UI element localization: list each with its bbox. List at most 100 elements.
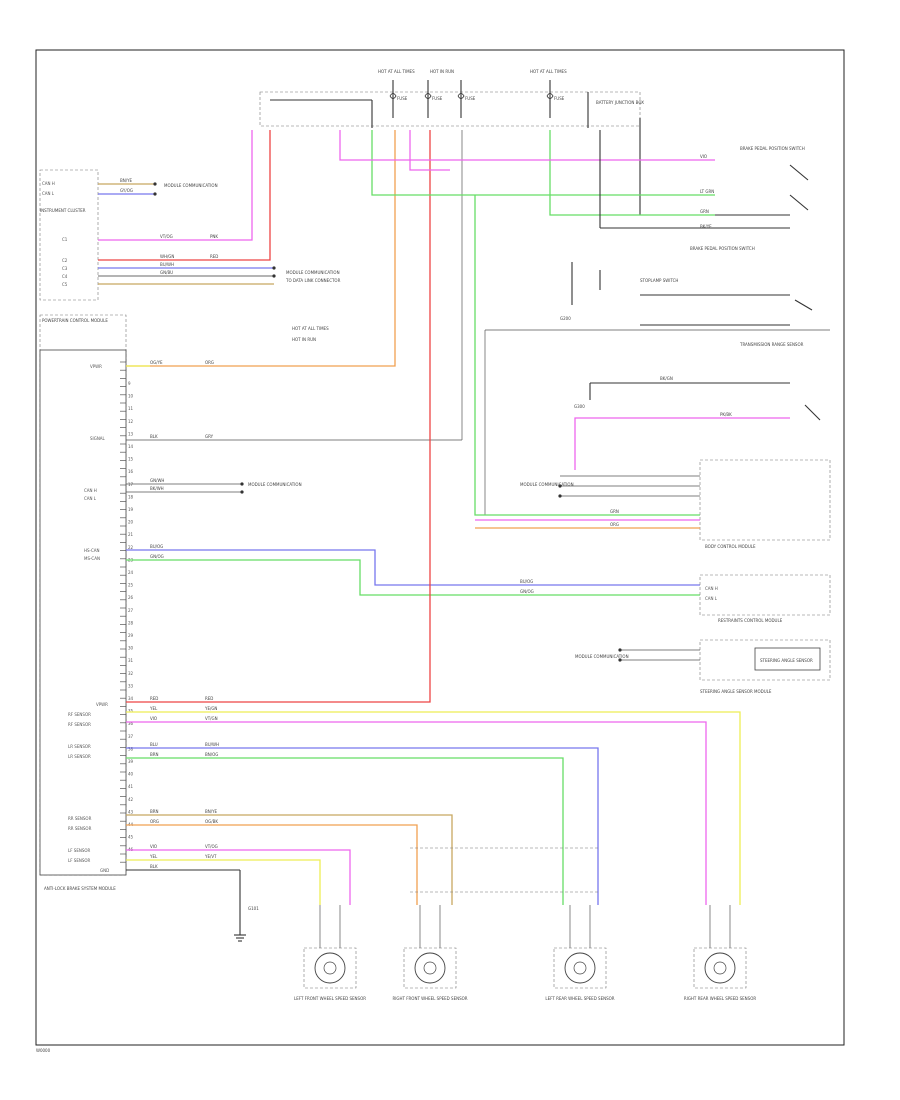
label-pcm-rr-1: RR SENSOR (68, 816, 92, 821)
label-brake-blk: BK/YE (700, 224, 712, 229)
dot-bcm-1 (558, 484, 562, 488)
dot-pcm-1 (240, 482, 244, 486)
label-w-rf-4: OG/BK (205, 819, 218, 824)
label-fuse-1: FUSE (397, 96, 408, 101)
label-w-rf-2: ORG (150, 819, 159, 824)
label-bcm-w1: GRN (610, 509, 619, 514)
label-sas-module: STEERING ANGLE SENSOR MODULE (700, 689, 772, 694)
label-bcm: BODY CONTROL MODULE (705, 544, 756, 549)
wheel-speed-sensor-outline-2 (403, 947, 457, 989)
label-pcm-pin_26: 26 (128, 595, 134, 600)
label-pcm-pin_41: 41 (128, 784, 134, 789)
label-pcm-pin_30: 30 (128, 646, 134, 651)
label-ic-pin-c5: C5 (62, 282, 68, 287)
label-battery-junction-box: BATTERY JUNCTION BOX (596, 100, 644, 105)
label-bpp-2: BRAKE PEDAL POSITION SWITCH (690, 246, 755, 251)
label-ground-g300: G300 (574, 404, 585, 409)
label-pcm-rf-1: RF SENSOR (68, 712, 91, 717)
label-pcm-pin_38: 38 (128, 746, 134, 751)
dot-bcm-2 (558, 494, 562, 498)
label-pcm-pin_42: 42 (128, 797, 134, 802)
label-stoplamp: STOPLAMP SWITCH (640, 278, 678, 283)
wheel-speed-sensor-1 (314, 952, 346, 984)
pcm-box (39, 349, 127, 876)
label-pcm-pin_45: 45 (128, 835, 134, 840)
label-hot-at-all-times: HOT AT ALL TIMES (378, 69, 415, 74)
label-trs-pink: PK/BK (720, 412, 732, 417)
label-pcm-lr-1: LR SENSOR (68, 744, 91, 749)
label-ic-pin-c1: C1 (62, 237, 68, 242)
fuse-symbol-1 (389, 93, 397, 99)
label-pcm-pin_15: 15 (128, 457, 134, 462)
wire-ic-pink (98, 130, 253, 241)
wire-lf-pink (126, 849, 351, 905)
wheel-speed-sensor-4 (704, 952, 736, 984)
label-w-lr-2: BRN (150, 752, 159, 757)
label-left-front-wheel-speed-sensor: LEFT FRONT WHEEL SPEED SENSOR (294, 996, 366, 1001)
label-brake-green: LT GRN (700, 189, 714, 194)
label-ic-can-bus: TO DATA LINK CONNECTOR (285, 278, 341, 283)
wire-rr-pink (126, 721, 707, 905)
label-ic-wire-3: VT/OG (160, 234, 173, 239)
label-pcm-pin_31: 31 (128, 658, 134, 663)
label-ic-can-l: CAN L (42, 191, 55, 196)
wire-pcm-red-feed (126, 130, 431, 703)
label-pcm-vpwr-2: VPWR (96, 702, 108, 707)
label-pcm-pin_29: 29 (128, 633, 134, 638)
wire-rr-yellow (126, 711, 741, 905)
wheel-speed-sensor-outline-3 (553, 947, 607, 989)
label-ic-can-h: CAN H (42, 181, 55, 186)
label-pcm-can-w2: BK/WH (150, 486, 164, 491)
label-red-feed-2: RED (205, 696, 213, 701)
label-pcm-signal: SIGNAL (90, 436, 106, 441)
wheel-speed-sensor-core-1 (323, 961, 337, 975)
label-bcm-w2: ORG (610, 522, 619, 527)
wheel-speed-sensor-core-3 (573, 961, 587, 975)
battery-junction-box (259, 91, 641, 127)
wire-pcm-orange (126, 130, 396, 367)
label-pcm-pin_24: 24 (128, 570, 134, 575)
label-pcm-pin_39: 39 (128, 759, 134, 764)
label-pcm-pin_32: 32 (128, 671, 134, 676)
label-trs: TRANSMISSION RANGE SENSOR (739, 342, 804, 347)
label-pcm-can-w1: GN/WH (150, 478, 164, 483)
wheel-speed-sensor-core-4 (713, 961, 727, 975)
label-page-code: W0000 (36, 1048, 51, 1053)
label-pcm-ms-wire: GN/OG (150, 554, 164, 559)
label-right-front-wheel-speed-sensor: RIGHT FRONT WHEEL SPEED SENSOR (392, 996, 467, 1001)
label-ic-wire-4: WH/GN (160, 254, 174, 259)
wire-brake-green-2 (371, 130, 715, 196)
label-hot-at-all-times-2: HOT AT ALL TIMES (530, 69, 567, 74)
label-rcm-can-h: CAN H (705, 586, 718, 591)
trs-switch-arm (804, 404, 821, 421)
label-ic-pin-c2: C2 (62, 258, 68, 263)
wire-brake-pink (339, 130, 715, 161)
label-pcm-pin_19: 19 (128, 507, 134, 512)
label-wire-signal-2: GRY (205, 434, 214, 439)
label-pcm-pin_9: 9 (128, 381, 131, 386)
dot-ic-4 (272, 274, 276, 278)
label-pcm: POWERTRAIN CONTROL MODULE (42, 318, 108, 323)
label-wire-og-ye: OG/YE (150, 360, 163, 365)
label-pcm-gnd: GND (100, 868, 109, 873)
label-ground-g200: G200 (560, 316, 571, 321)
label-pcm-pin_22: 22 (128, 545, 134, 550)
label-pcm-lr-2: LR SENSOR (68, 754, 91, 759)
label-ic-wire-2: GY/OG (120, 188, 133, 193)
label-w-rr-1: YEL (149, 706, 158, 711)
bpp-switch-arm-2 (789, 194, 809, 211)
label-pcm-rf-2: RF SENSOR (68, 722, 91, 727)
label-ic-wire-8: RED (210, 254, 218, 259)
label-ic-wire-5: BU/WH (160, 262, 174, 267)
label-pcm-pin_10: 10 (128, 394, 134, 399)
label-ms-wire-2: GN/OG (520, 589, 534, 594)
label-fuse-3: FUSE (465, 96, 476, 101)
label-w-lr-4: BN/OG (205, 752, 218, 757)
label-legend-2: HOT IN RUN (292, 337, 316, 342)
label-ic-wire-1: BN/YE (120, 178, 133, 183)
label-pcm-pin_16: 16 (128, 469, 134, 474)
label-pcm-pin_11: 11 (128, 406, 134, 411)
label-w-lr-3: BU/WH (205, 742, 219, 747)
label-left-rear-wheel-speed-sensor: LEFT REAR WHEEL SPEED SENSOR (545, 996, 614, 1001)
label-fuse-2: FUSE (432, 96, 443, 101)
